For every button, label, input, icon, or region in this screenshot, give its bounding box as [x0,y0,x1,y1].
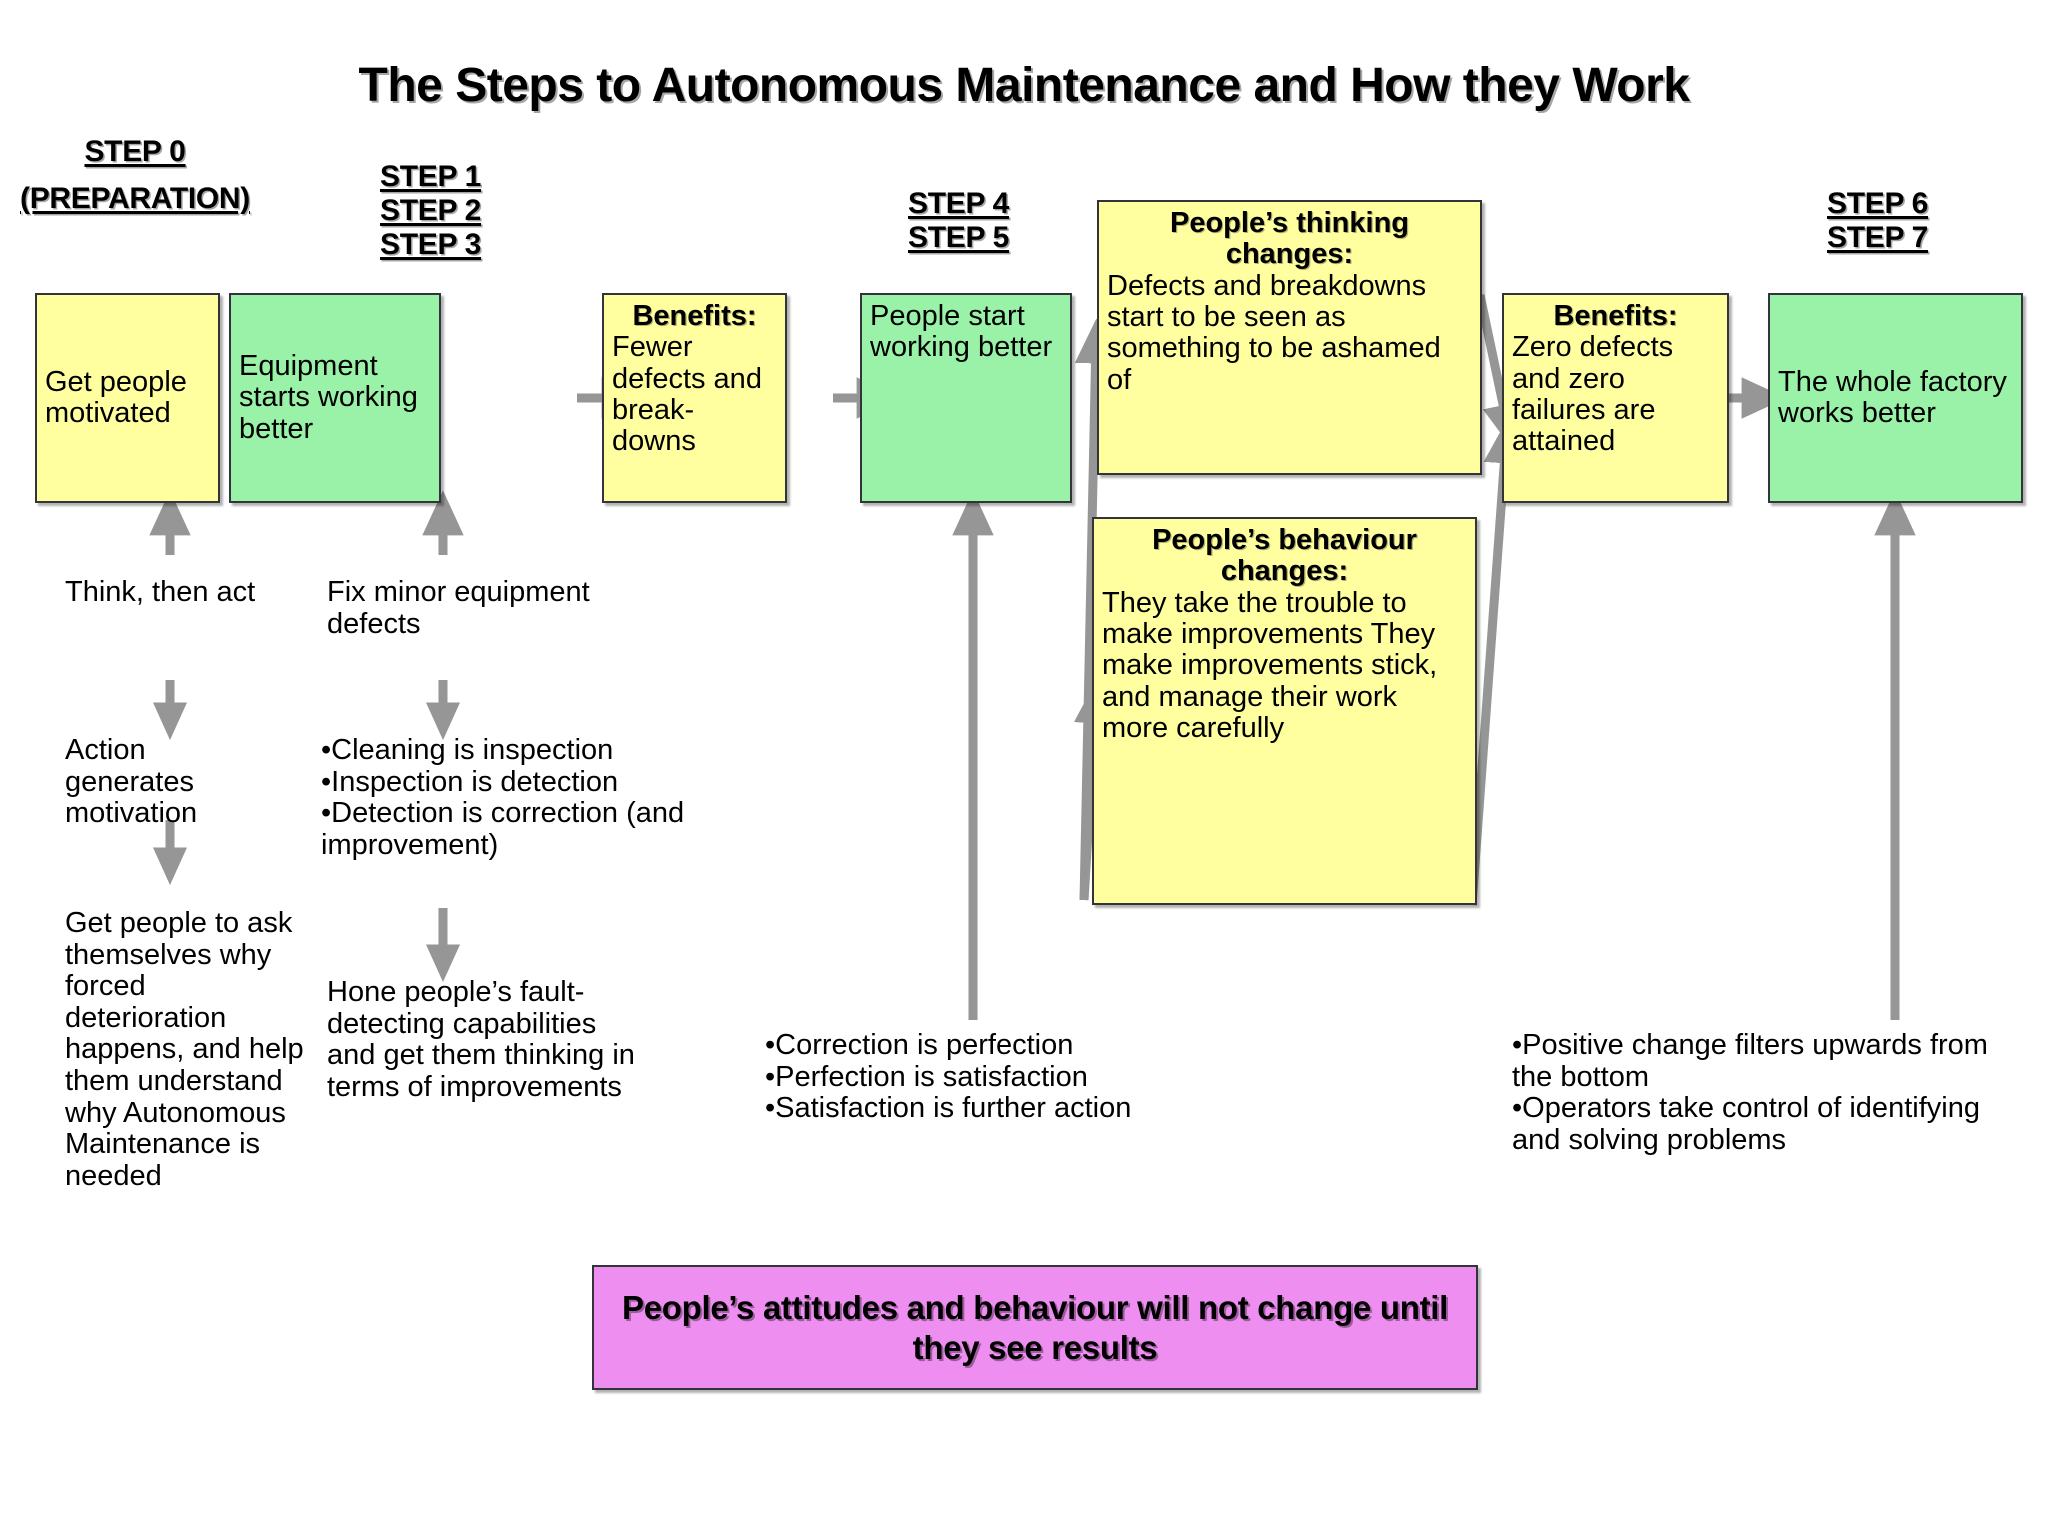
box-body: People start working better [870,300,1053,364]
note-get-people-to-ask: Get people to ask themselves why forced … [65,907,312,1192]
callout-attitudes-behaviour[interactable]: People’s attitudes and behaviour will no… [592,1265,1478,1390]
box-heading: Benefits: [632,300,757,332]
step-label-7: STEP 7 [1827,221,1929,254]
step-label-6: STEP 6 [1827,187,1929,220]
box-equipment-starts-working-better[interactable]: Equipment starts working better [229,293,441,503]
step-label-4: STEP 4 [908,187,1010,220]
box-people-start-working-better[interactable]: People start working better [860,293,1072,503]
box-benefits-zero-defects[interactable]: Benefits: Zero defects and zero failures… [1502,293,1729,503]
box-body: Zero defects and zero failures are attai… [1512,331,1674,458]
box-body: Defects and breakdowns start to be seen … [1107,269,1441,396]
note-correction-bullets: •Correction is perfection •Perfection is… [765,1029,1132,1125]
step-label-preparation: (PREPARATION) [20,182,250,215]
step-label-0: STEP 0 [84,135,186,168]
step-heading-step-0: STEP 0 (PREPARATION) [20,135,250,216]
box-peoples-behaviour-changes[interactable]: People’s behaviour changes: They take th… [1092,517,1477,905]
note-think-then-act: Think, then act [65,576,256,608]
step-label-3: STEP 3 [380,228,482,261]
box-body: The whole factory works better [1778,365,2007,429]
note-hone-capabilities: Hone people’s fault-detecting capabiliti… [327,976,643,1103]
step-label-5: STEP 5 [908,221,1010,254]
box-peoples-thinking-changes[interactable]: People’s thinking changes: Defects and b… [1097,200,1482,475]
callout-text: People’s attitudes and behaviour will no… [621,1288,1448,1366]
page-title: The Steps to Autonomous Maintenance and … [358,59,1690,112]
note-cleaning-bullets: •Cleaning is inspection •Inspection is d… [321,734,685,861]
box-heading: People’s thinking changes: [1169,207,1409,271]
step-label-2: STEP 2 [380,194,482,227]
box-body: Fewer defects and break-downs [612,331,762,458]
note-fix-minor-defects: Fix minor equipment defects [327,576,598,640]
step-heading-step-6-7: STEP 6 STEP 7 [1827,187,1928,255]
box-body: They take the trouble to make improvemen… [1102,586,1438,744]
box-heading: Benefits: [1553,300,1678,332]
step-label-1: STEP 1 [380,160,482,193]
box-get-people-motivated[interactable]: Get people motivated [35,293,220,503]
box-benefits-fewer-defects[interactable]: Benefits: Fewer defects and break-downs [602,293,787,503]
step-heading-step-4-5: STEP 4 STEP 5 [908,187,1009,255]
box-body: Equipment starts working better [239,350,418,445]
note-action-generates-motivation: Action generates motivation [65,734,203,830]
box-whole-factory-works-better[interactable]: The whole factory works better [1768,293,2023,503]
box-body: Get people motivated [45,365,187,429]
step-heading-step-1-3: STEP 1 STEP 2 STEP 3 [380,160,481,262]
box-heading: People’s behaviour changes: [1152,524,1417,588]
note-positive-change-bullets: •Positive change filters upwards from th… [1512,1029,1988,1156]
